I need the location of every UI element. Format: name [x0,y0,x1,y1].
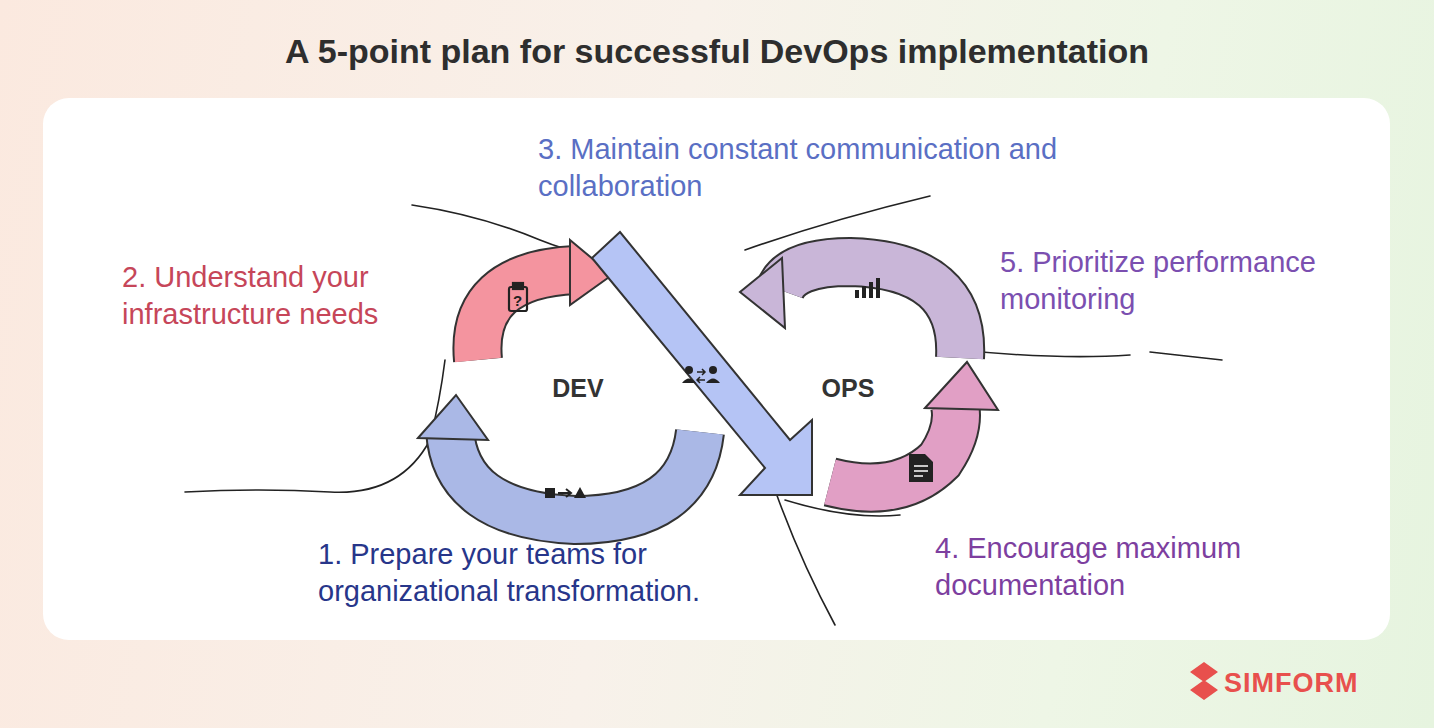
diagram-title: A 5-point plan for successful DevOps imp… [0,30,1434,72]
step-label: 3. Maintain constant communication and c… [538,131,1058,205]
svg-text:?: ? [513,292,522,309]
loop-label: OPS [814,369,883,408]
loop-label: DEV [544,369,611,408]
step-label: 5. Prioritize performance monitoring [1000,244,1380,318]
step-label: 2. Understand your infrastructure needs [122,259,442,333]
step-label: 1. Prepare your teams for organizational… [318,536,778,610]
loop-text: OPS [822,374,875,403]
loop-text: DEV [552,374,603,403]
step-label: 4. Encourage maximum documentation [935,530,1335,604]
brand-logo: SIMFORM [1224,665,1404,702]
